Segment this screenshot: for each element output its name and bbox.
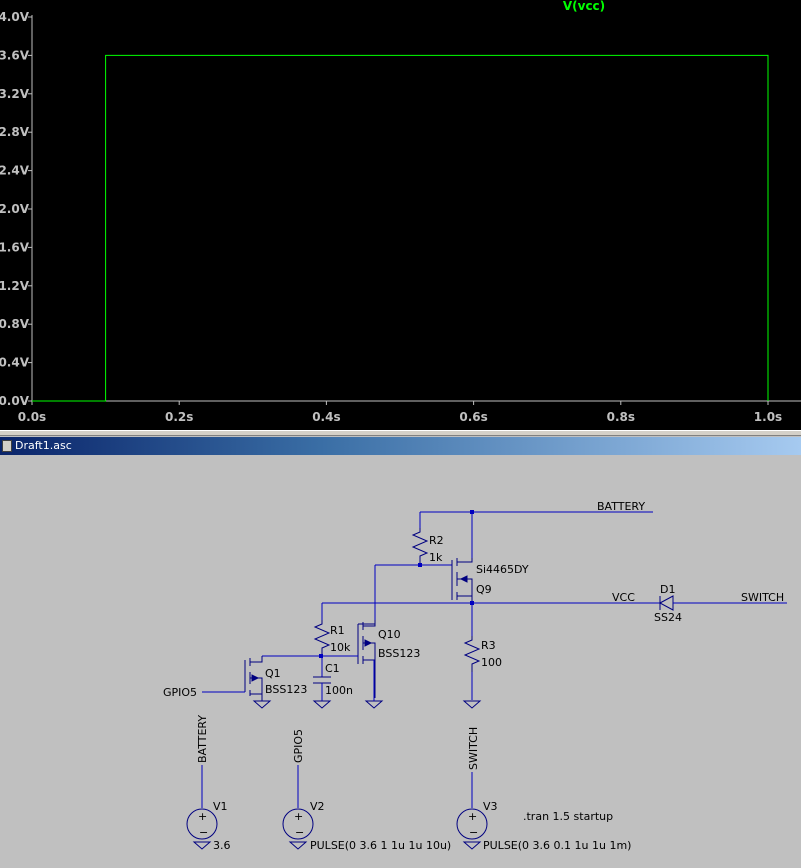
voltage-source-v2[interactable]: + − V2 PULSE(0 3.6 1 1u 1u 10u)	[282, 800, 451, 852]
r1-value: 10k	[330, 641, 351, 654]
x-tick-label: 0.2s	[165, 410, 193, 424]
document-icon[interactable]	[2, 440, 12, 452]
x-tick-label: 0.6s	[459, 410, 487, 424]
spice-directive-tran[interactable]: .tran 1.5 startup	[523, 810, 613, 823]
r3-label: R3	[481, 639, 496, 652]
q10-part: BSS123	[378, 647, 420, 660]
pane-splitter[interactable]	[0, 430, 801, 436]
y-tick-label: 0.8V	[0, 317, 30, 331]
v2-plus: +	[294, 810, 303, 823]
x-tick-label: 0.4s	[312, 410, 340, 424]
y-tick-label: 2.0V	[0, 202, 30, 216]
net-label-battery-v1[interactable]: BATTERY	[196, 715, 209, 763]
schematic-window-title: Draft1.asc	[15, 439, 72, 452]
schematic-canvas[interactable]: BATTERY R2 1k Si4465DY Q9 VCC	[0, 455, 801, 868]
q1-part: BSS123	[265, 683, 307, 696]
y-tick-label: 1.2V	[0, 279, 30, 293]
r2-value: 1k	[429, 551, 443, 564]
y-tick-label: 4.0V	[0, 10, 30, 24]
x-tick-label: 0.8s	[607, 410, 635, 424]
y-tick-label: 1.6V	[0, 240, 30, 254]
net-label-gpio5-v2[interactable]: GPIO5	[292, 729, 305, 763]
r3-value: 100	[481, 656, 502, 669]
capacitor-c1[interactable]: C1 100n	[313, 662, 353, 697]
waveform-plot[interactable]: 4.0V 3.6V 3.2V 2.8V 2.4V 2.0V 1.6V 1.2V 0.8V 0.4V…	[0, 0, 801, 430]
v1-value: 3.6	[213, 839, 231, 852]
r2-label: R2	[429, 534, 444, 547]
schematic-titlebar[interactable]: Draft1.asc	[0, 437, 801, 455]
c1-value: 100n	[325, 684, 353, 697]
resistor-r2[interactable]: R2 1k	[411, 528, 444, 564]
net-label-switch[interactable]: SWITCH	[741, 591, 784, 604]
y-tick-label: 3.2V	[0, 87, 30, 101]
ground-icon	[252, 700, 272, 709]
v3-value: PULSE(0 3.6 0.1 1u 1u 1m)	[483, 839, 631, 852]
y-tick-label: 0.0V	[0, 394, 30, 408]
v1-label: V1	[213, 800, 228, 813]
y-tick-label: 2.4V	[0, 164, 30, 178]
nmos-q1[interactable]: Q1 BSS123	[244, 656, 307, 701]
resistor-r3[interactable]: R3 100	[463, 636, 502, 672]
net-label-vcc[interactable]: VCC	[612, 591, 635, 604]
v3-minus: −	[469, 826, 478, 839]
d1-part: SS24	[654, 611, 682, 624]
x-tick-label: 0.0s	[18, 410, 46, 424]
y-tick-label: 3.6V	[0, 48, 30, 62]
q9-label: Q9	[476, 583, 492, 596]
trace-label[interactable]: V(vcc)	[563, 0, 605, 13]
pmos-q9[interactable]: Si4465DY Q9	[451, 558, 529, 603]
voltage-source-v3[interactable]: + − V3 PULSE(0 3.6 0.1 1u 1u 1m)	[456, 800, 631, 852]
diode-d1[interactable]: D1 SS24	[654, 583, 682, 624]
v2-value: PULSE(0 3.6 1 1u 1u 10u)	[310, 839, 451, 852]
y-tick-label: 0.4V	[0, 356, 30, 370]
nmos-q10[interactable]: Q10 BSS123	[357, 620, 420, 698]
voltage-source-v1[interactable]: + − V1 3.6	[186, 800, 231, 852]
ground-icon	[462, 841, 482, 850]
waveform-plot-pane[interactable]: 4.0V 3.6V 3.2V 2.8V 2.4V 2.0V 1.6V 1.2V 0.8V 0.4V…	[0, 0, 801, 430]
v3-label: V3	[483, 800, 498, 813]
ground-icon	[312, 700, 332, 709]
ground-icon	[364, 700, 384, 709]
c1-label: C1	[325, 662, 340, 675]
v2-minus: −	[295, 826, 304, 839]
ground-icon	[288, 841, 308, 850]
ground-icon	[462, 700, 482, 709]
y-tick-label: 2.8V	[0, 125, 30, 139]
trace-vcc-line	[32, 54, 769, 402]
net-label-switch-v3[interactable]: SWITCH	[467, 727, 480, 770]
q10-label: Q10	[378, 628, 401, 641]
net-label-gpio5[interactable]: GPIO5	[163, 686, 197, 699]
schematic-drawing[interactable]: BATTERY R2 1k Si4465DY Q9 VCC	[0, 455, 801, 868]
q9-part: Si4465DY	[476, 563, 529, 576]
resistor-r1[interactable]: R1 10k	[313, 620, 351, 656]
d1-label: D1	[660, 583, 675, 596]
ground-icon	[192, 841, 212, 850]
v2-label: V2	[310, 800, 325, 813]
v3-plus: +	[468, 810, 477, 823]
net-label-battery[interactable]: BATTERY	[597, 500, 645, 513]
q1-label: Q1	[265, 667, 281, 680]
v1-plus: +	[198, 810, 207, 823]
v1-minus: −	[199, 826, 208, 839]
r1-label: R1	[330, 624, 345, 637]
x-tick-label: 1.0s	[754, 410, 782, 424]
